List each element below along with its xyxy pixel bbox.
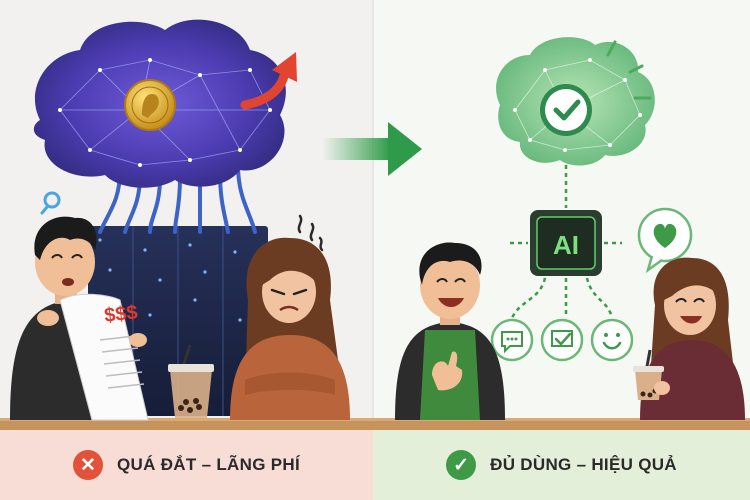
worried-man: $$$ [10,216,149,421]
sparkle-lines-icon [606,40,652,100]
chat-bubble-icon [490,318,534,362]
check-circle-icon: ✓ [446,450,477,480]
efficient-ai-brain [496,37,655,166]
money-sign-text: $$$ [103,302,138,327]
chip-label: AI [553,230,579,260]
cost-up-arrow-icon [240,52,297,110]
annoyed-woman [230,237,350,420]
wooden-counter [0,418,750,432]
stress-lines-icon [297,214,324,252]
happy-barista [395,242,505,420]
close-circle-icon: ✕ [73,450,104,480]
ai-chip-icon: AI [530,210,602,276]
question-icon [40,191,61,215]
transition-arrow-icon [322,122,422,176]
expensive-ai-brain [33,19,286,188]
bubble-tea-cup-left [168,344,214,418]
happy-woman [633,257,745,420]
smiley-icon [590,318,634,362]
verdict-label-expensive: QUÁ ĐẮT – LÃNG PHÍ [117,455,300,474]
verdict-banner-expensive: ✕ QUÁ ĐẮT – LÃNG PHÍ [0,430,373,500]
verified-message-icon [540,318,584,362]
heart-bubble-icon [637,207,693,274]
verdict-label-efficient: ĐỦ DÙNG – HIỆU QUẢ [490,455,677,474]
verdict-banner-efficient: ✓ ĐỦ DÙNG – HIỆU QUẢ [373,430,750,500]
